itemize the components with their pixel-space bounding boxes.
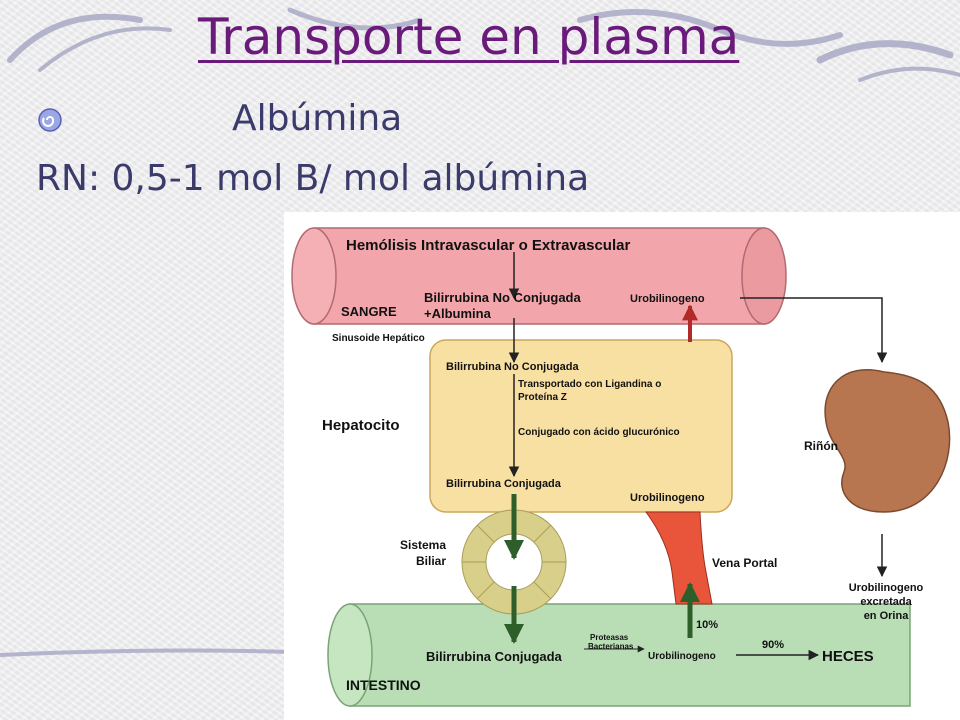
label-sinusoid: Sinusoide Hepático xyxy=(332,333,425,344)
label-hep-urobilinogen: Urobilinogeno xyxy=(630,492,705,504)
label-biliary-2: Biliar xyxy=(416,554,446,568)
label-sangre: SANGRE xyxy=(341,304,397,319)
label-urine-3: en Orina xyxy=(864,610,910,622)
label-portal-vein: Vena Portal xyxy=(712,556,777,570)
blood-vessel xyxy=(291,227,787,325)
portal-vein xyxy=(645,511,713,605)
bullet-rn-ratio: RN: 0,5-1 mol B/ mol albúmina xyxy=(36,158,590,199)
label-intestine: INTESTINO xyxy=(346,677,421,693)
label-blood-urobilinogen: Urobilinogeno xyxy=(630,293,705,305)
label-biliary-1: Sistema xyxy=(400,538,446,552)
arrow-blood-to-kidney xyxy=(740,297,888,364)
label-pct-10: 10% xyxy=(696,619,718,631)
label-hemolysis: Hemólisis Intravascular o Extravascular xyxy=(346,237,630,254)
label-hep-bilirubin-conj: Bilirrubina Conjugada xyxy=(446,478,562,490)
label-feces: HECES xyxy=(822,648,874,665)
kidney xyxy=(824,369,951,513)
label-pct-90: 90% xyxy=(762,639,784,651)
label-int-bilirubin: Bilirrubina Conjugada xyxy=(426,649,563,664)
label-transport-2: Proteína Z xyxy=(518,392,567,403)
label-blood-bilirubin: Bilirrubina No Conjugada xyxy=(424,290,581,305)
bilirubin-metabolism-diagram: Hemólisis Intravascular o Extravascular … xyxy=(284,212,960,720)
label-proteases-1: Proteasas xyxy=(590,633,629,642)
label-hep-bilirubin-unconj: Bilirrubina No Conjugada xyxy=(446,361,579,373)
label-conjugation: Conjugado con ácido glucurónico xyxy=(518,427,680,438)
bullet-albumina: Albúmina xyxy=(232,98,403,139)
label-urine-1: Urobilinogeno xyxy=(849,582,924,594)
label-transport-1: Transportado con Ligandina o xyxy=(518,379,661,390)
label-int-urobilinogen: Urobilinogeno xyxy=(648,651,716,662)
label-blood-albumin: +Albumina xyxy=(424,306,492,321)
label-kidney: Riñón xyxy=(804,439,838,453)
slide-title: Transporte en plasma xyxy=(198,8,740,66)
label-urine-2: excretada xyxy=(860,596,912,608)
spiral-bullet-icon xyxy=(38,108,62,132)
hepatocyte-box xyxy=(429,339,733,513)
label-hepatocyte: Hepatocito xyxy=(322,417,400,434)
label-proteases-2: Bacterianas xyxy=(588,642,634,651)
